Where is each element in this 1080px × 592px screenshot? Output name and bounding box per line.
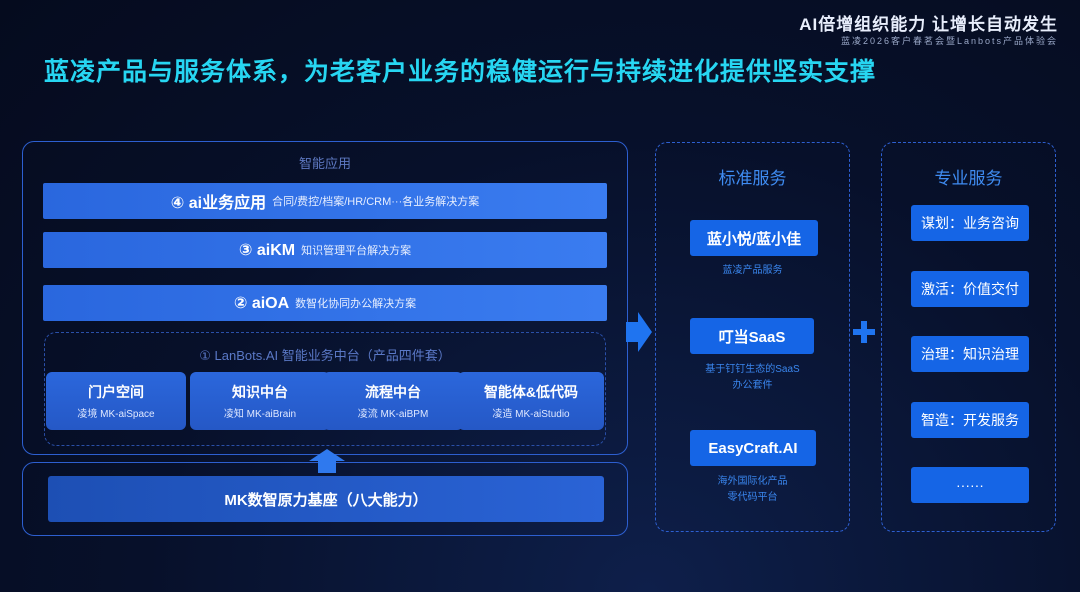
cell-sub: 凌流 MK-aiBPM: [357, 409, 429, 420]
up-arrow-icon: [309, 449, 345, 473]
apps-label: 智能应用: [298, 156, 351, 171]
pro-service-panel: [881, 142, 1056, 532]
pro-delivery[interactable]: 激活：价值交付: [911, 271, 1029, 307]
slogan: AI倍增组织能力 让增长自动发生: [799, 15, 1058, 34]
cell-title: 知识中台: [232, 384, 288, 400]
bar-aioa[interactable]: ② aiOA 数智化协同办公解决方案: [43, 285, 607, 321]
cell-title: 智能体&低代码: [483, 384, 579, 400]
right-arrow-icon: [626, 312, 652, 352]
bar-title: ② aiOA: [233, 295, 290, 312]
svc-note: 海外国际化产品: [717, 476, 788, 487]
svc-note: 零代码平台: [727, 492, 778, 503]
svc-note: 蓝凌产品服务: [722, 265, 783, 276]
bar-desc: 知识管理平台解决方案: [301, 245, 412, 257]
pro-more[interactable]: ······: [911, 467, 1029, 503]
cell-process[interactable]: 流程中台 凌流 MK-aiBPM: [323, 372, 463, 430]
svc-dingdang-saas[interactable]: 叮当SaaS: [690, 318, 814, 354]
plus-icon: [853, 321, 875, 343]
pro-development[interactable]: 智造：开发服务: [911, 402, 1029, 438]
cell-title: 流程中台: [365, 384, 421, 400]
bar-aikm[interactable]: ③ aiKM 知识管理平台解决方案: [43, 232, 607, 268]
svc-lanxiaoyue[interactable]: 蓝小悦/蓝小佳: [690, 220, 818, 256]
bar-ai-business[interactable]: ④ ai业务应用 合同/费控/档案/HR/CRM···各业务解决方案: [43, 183, 607, 219]
standard-service-panel: [655, 142, 850, 532]
sub-slogan: 蓝凌2026客户春茗会暨Lanbots产品体验会: [840, 36, 1058, 46]
cell-portal[interactable]: 门户空间 凌境 MK-aiSpace: [46, 372, 186, 430]
cell-knowledge[interactable]: 知识中台 凌知 MK-aiBrain: [190, 372, 330, 430]
svc-note: 办公套件: [732, 380, 773, 391]
bar-title: ④ ai业务应用: [170, 195, 267, 212]
middle-platform-label: ① LanBots.AI 智能业务中台（产品四件套）: [199, 348, 451, 363]
cell-sub: 凌知 MK-aiBrain: [223, 409, 297, 420]
cell-sub: 凌造 MK-aiStudio: [492, 409, 570, 420]
page-title: 蓝凌产品与服务体系，为老客户业务的稳健运行与持续进化提供坚实支撑: [44, 58, 877, 86]
pro-service-title: 专业服务: [934, 169, 1003, 188]
svc-note: 基于钉钉生态的SaaS: [705, 364, 800, 375]
svc-easycraft[interactable]: EasyCraft.AI: [690, 430, 816, 466]
bar-title: ③ aiKM: [238, 242, 296, 259]
pro-consulting[interactable]: 谋划：业务咨询: [911, 205, 1029, 241]
bar-desc: 合同/费控/档案/HR/CRM···各业务解决方案: [272, 196, 480, 208]
cell-sub: 凌境 MK-aiSpace: [77, 409, 155, 420]
middle-platform-frame: [44, 332, 606, 446]
cell-title: 门户空间: [88, 384, 144, 400]
bar-desc: 数智化协同办公解决方案: [295, 298, 417, 310]
pro-governance[interactable]: 治理：知识治理: [911, 336, 1029, 372]
base-capability-bar[interactable]: MK数智原力基座（八大能力）: [48, 476, 604, 522]
standard-service-title: 标准服务: [718, 169, 787, 188]
cell-agent-lowcode[interactable]: 智能体&低代码 凌造 MK-aiStudio: [458, 372, 604, 430]
